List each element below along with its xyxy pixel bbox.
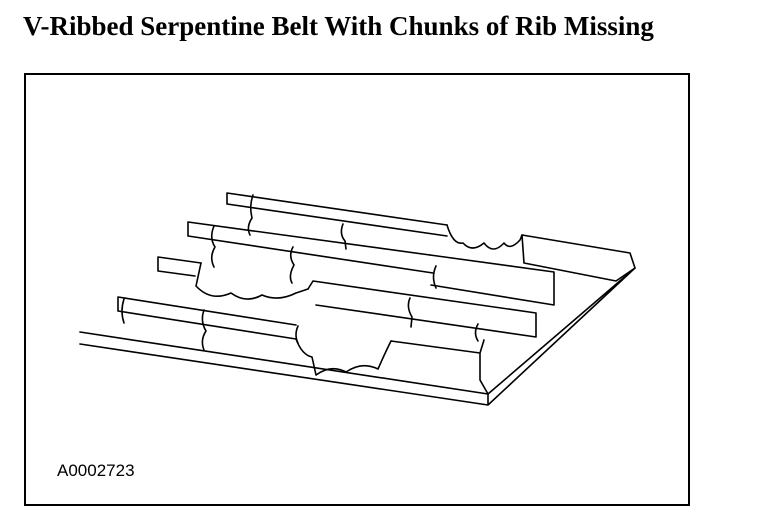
rib-3-mid — [307, 280, 537, 338]
crack-7 — [295, 325, 299, 344]
crack-4 — [340, 223, 347, 250]
rib-2 — [187, 221, 434, 274]
rib-4-break — [295, 338, 392, 376]
figure-id: A0002723 — [57, 461, 135, 480]
crack-6 — [201, 309, 207, 351]
crack-9 — [432, 265, 437, 289]
crack-1 — [247, 194, 254, 236]
crack-8 — [407, 297, 413, 328]
rib-3 — [157, 256, 202, 277]
rib-1-break — [446, 224, 523, 250]
page-title: V-Ribbed Serpentine Belt With Chunks of … — [23, 11, 654, 41]
figure-frame: A0002723 — [24, 73, 690, 506]
crack-3 — [289, 246, 295, 284]
rib-4 — [117, 296, 297, 340]
crack-2 — [210, 225, 216, 268]
belt-base — [79, 267, 636, 406]
crack-5 — [121, 298, 125, 324]
rib-4-right — [390, 339, 489, 395]
rib-1-right — [521, 234, 636, 282]
belt-illustration — [79, 192, 636, 406]
rib-2-right — [429, 254, 555, 306]
rib-3-break — [195, 262, 309, 300]
rib-1 — [226, 192, 448, 237]
crack-10 — [474, 323, 479, 342]
